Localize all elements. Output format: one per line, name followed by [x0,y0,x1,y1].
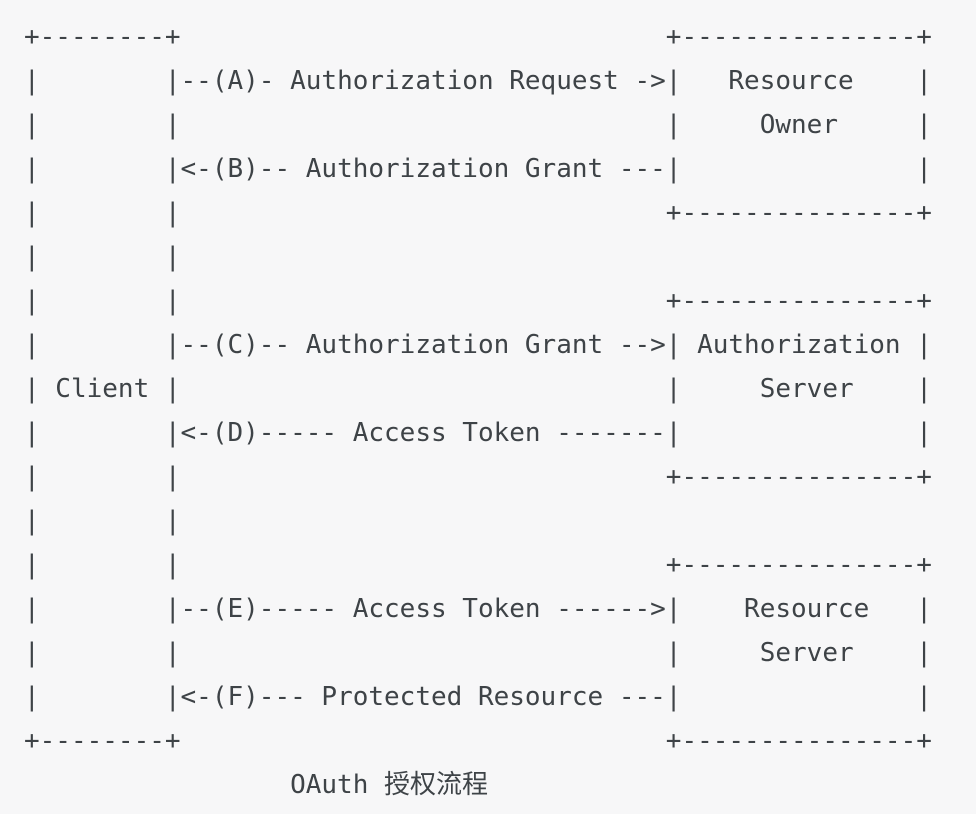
diagram-caption: OAuth 授权流程 [290,770,489,800]
ascii-flow-art: +--------+ +---------------+ | |--(A)- A… [24,22,932,756]
